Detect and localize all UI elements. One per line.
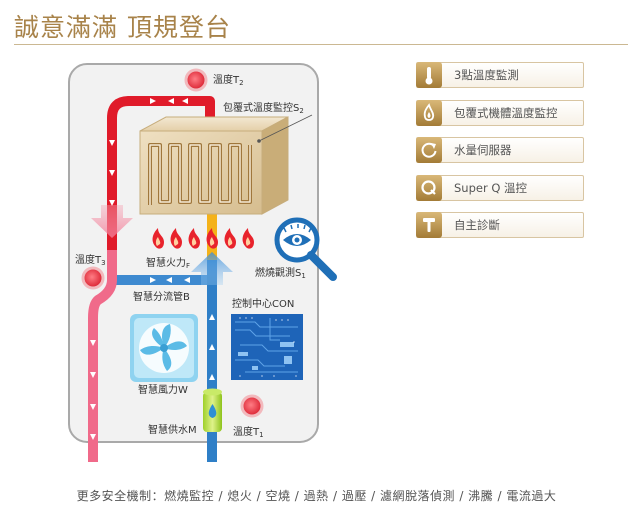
feature-3-point-temp[interactable]: 3點溫度監測 [416,62,584,88]
label-smart-water: 智慧供水M [148,423,197,436]
page-title: 誠意滿滿 頂規登台 [14,13,231,42]
temp-t1-sensor [240,394,264,418]
down-flow-arrow [91,205,133,238]
hot-water-pipe [107,96,215,250]
feature-label: Super Q 溫控 [454,180,528,195]
safety-mechanisms-footer: 更多安全機制：燃燒監控 / 熄火 / 空燒 / 過熱 / 過壓 / 濾網脫落偵測… [76,489,557,503]
label-temp-t3: 溫度T3 [75,253,106,267]
s2-pointer [258,114,313,142]
label-smart-fire: 智慧火力F [146,256,190,270]
refresh-cycle-icon [416,137,442,163]
combustion-observation-icon [274,217,337,281]
label-smart-fan: 智慧風力W [138,383,188,396]
label-temp-t1: 溫度T1 [233,425,264,439]
mixed-outlet-pipe [88,250,117,462]
feature-label: 包覆式機體溫度監控 [454,105,558,120]
thermometer-icon [416,62,442,88]
feature-self-diagnosis[interactable]: 自主診斷 [416,212,584,238]
smart-water-supply-icon [203,388,222,432]
label-combustion-observe: 燃燒觀測S1 [255,266,306,280]
label-temp-t2: 溫度T2 [213,73,244,87]
label-heat-exchanger: 包覆式溫度監控S2 [223,101,304,115]
wrench-icon [416,212,442,238]
temp-t3-sensor [81,266,105,290]
flame-icon [416,99,442,126]
burner-flames [152,228,254,249]
feature-body-temp-monitor[interactable]: 包覆式機體溫度監控 [416,99,584,126]
label-control-center: 控制中心CON [232,297,294,310]
title-divider [14,44,628,45]
up-flow-arrow [191,252,233,285]
feature-water-servo[interactable]: 水量伺服器 [416,137,584,163]
temp-t2-sensor [184,68,208,92]
label-smart-bypass: 智慧分流管B [133,290,190,303]
feature-list: 3點溫度監測 包覆式機體溫度監控 水量伺服器 Super Q 溫控 自主診斷 [416,62,584,250]
feature-super-q[interactable]: Super Q 溫控 [416,174,584,201]
control-center-board [231,314,303,380]
heat-exchanger [139,116,289,215]
feature-label: 3點溫度監測 [454,68,519,82]
letter-q-icon [416,174,442,201]
hot-pipe-arrows [109,98,188,206]
feature-label: 水量伺服器 [454,143,512,157]
feature-label: 自主診斷 [454,218,500,232]
smart-fan-icon [130,314,198,382]
